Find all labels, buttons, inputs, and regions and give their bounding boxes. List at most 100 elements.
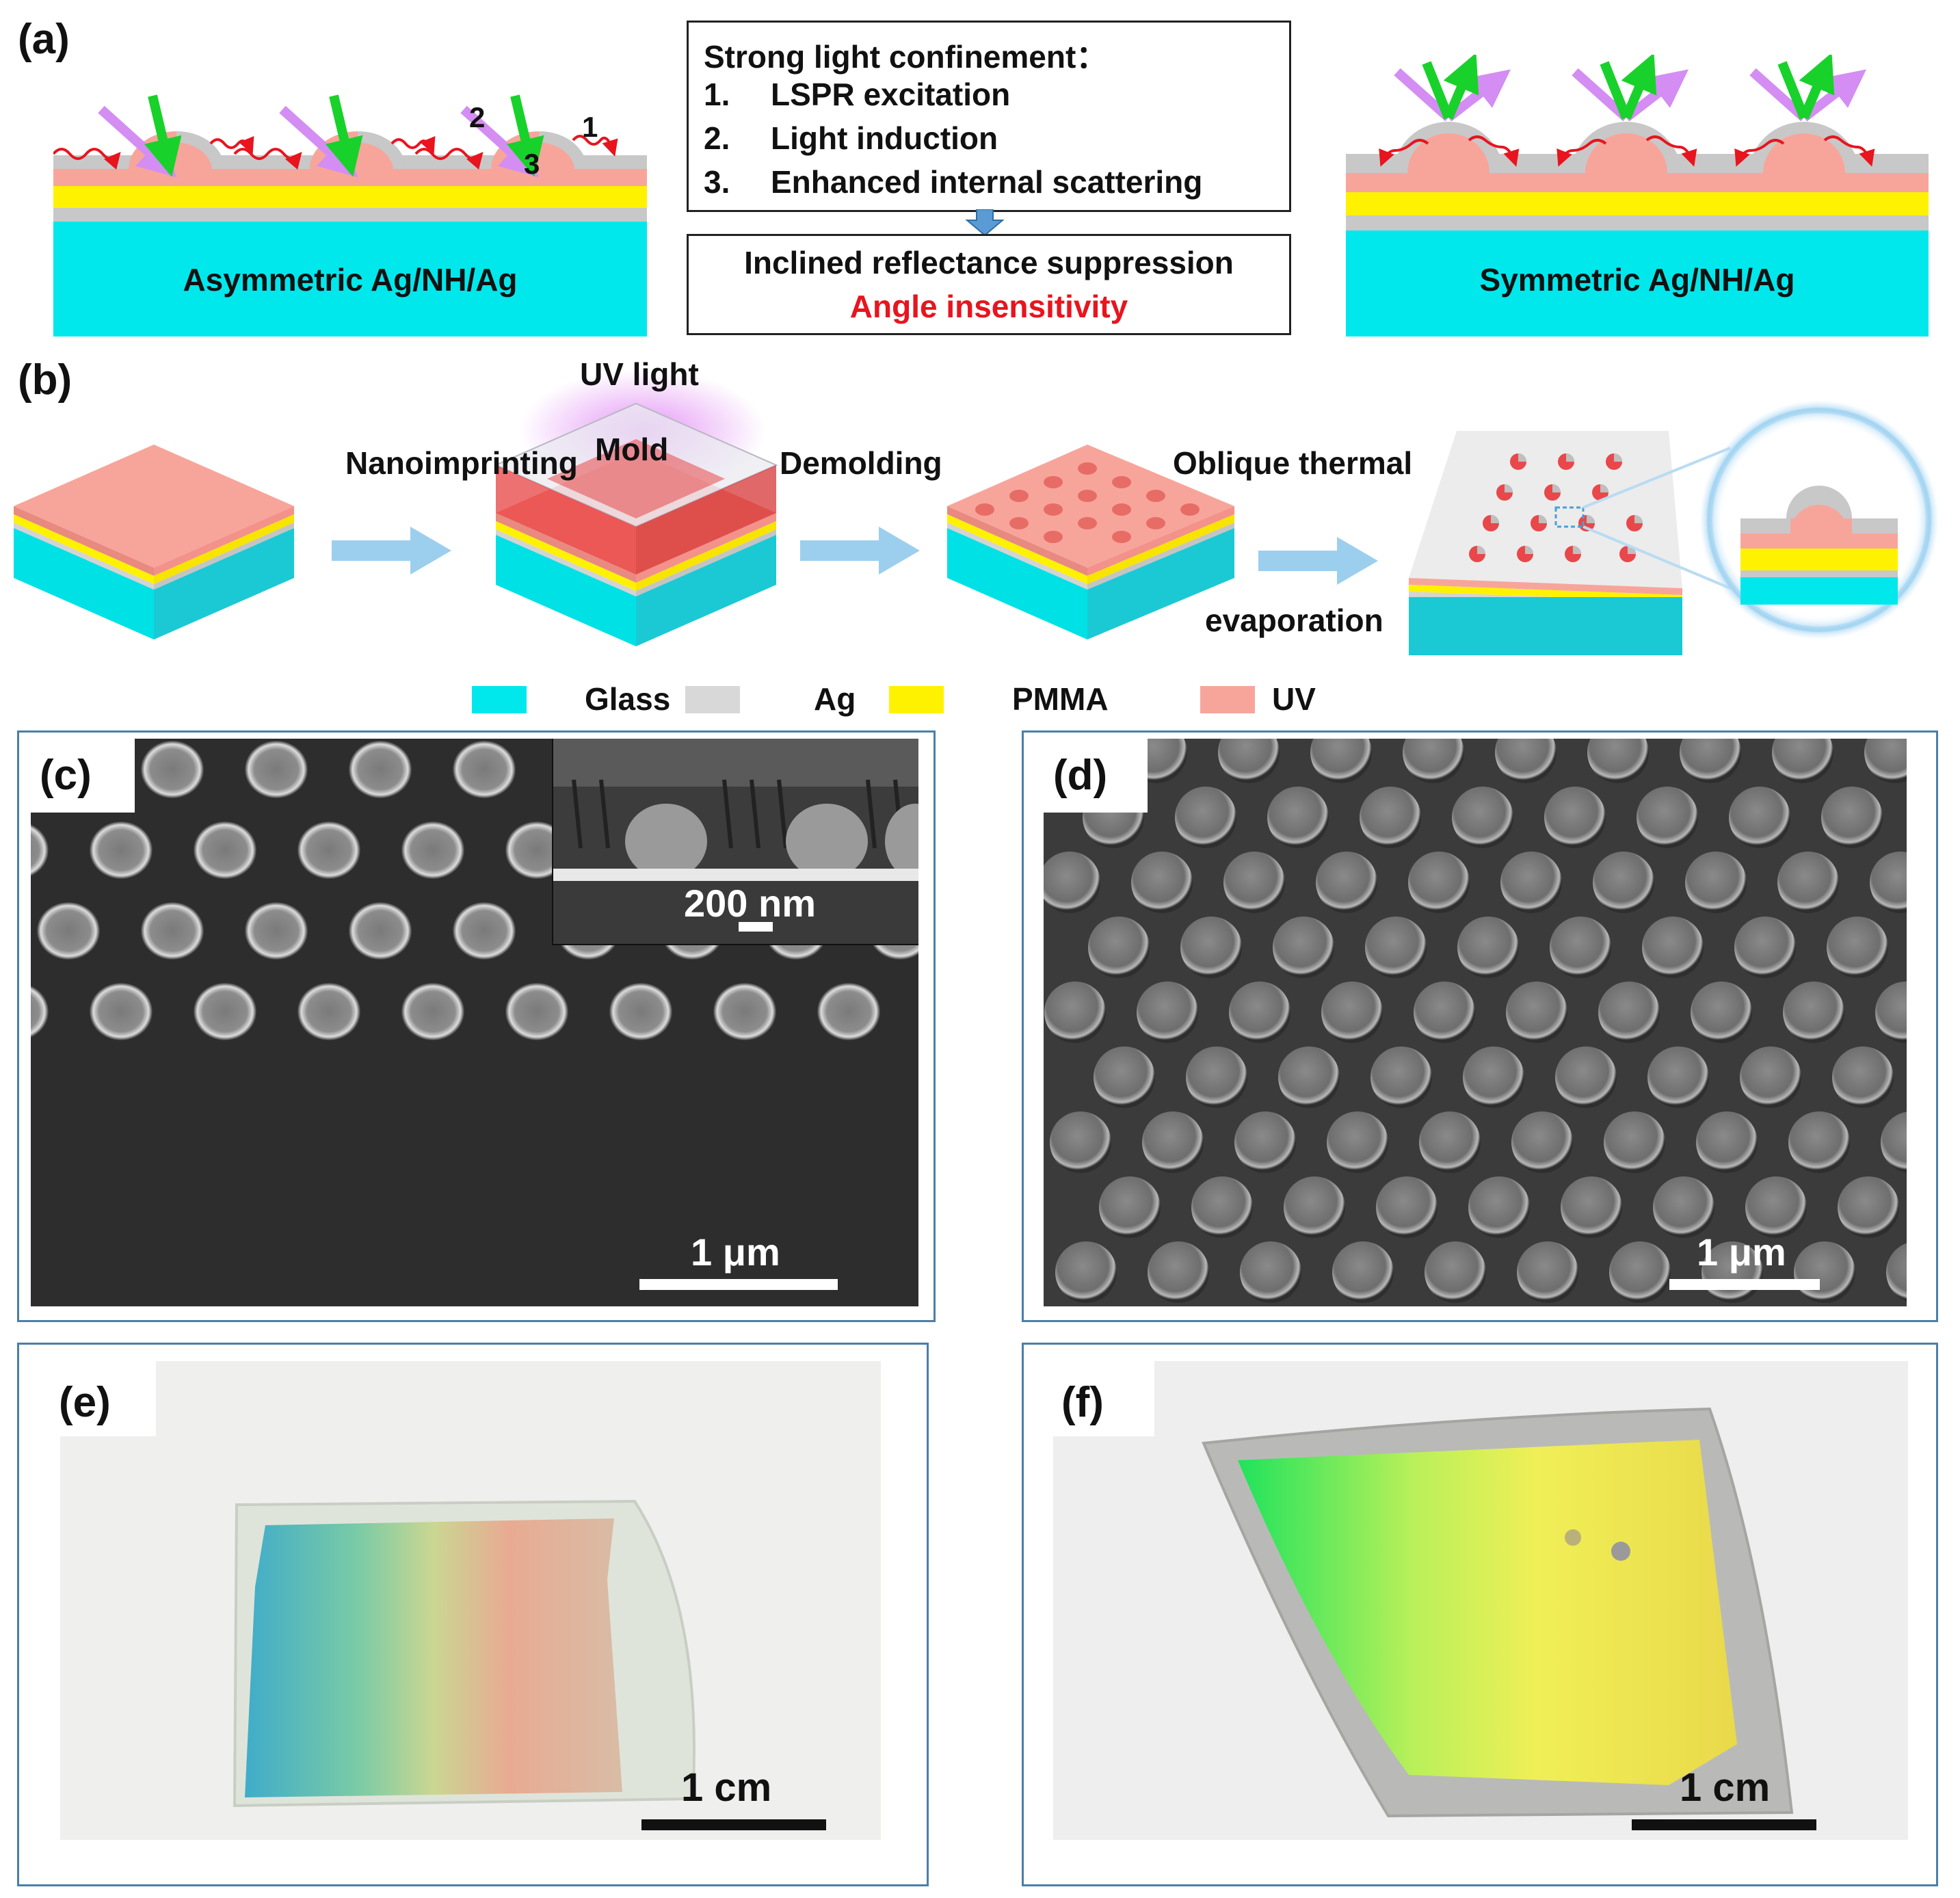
sem-particle	[1365, 917, 1427, 978]
sem-particle	[297, 983, 360, 1040]
sem-particle	[349, 741, 412, 798]
sem-particle	[1055, 1241, 1117, 1303]
panel-f-photo: 1 cm	[1053, 1361, 1908, 1840]
sem-particle	[1463, 1046, 1524, 1108]
sem-particle	[1734, 917, 1796, 978]
panel-f-frame	[1022, 1343, 1938, 1886]
panel-c-scale-label: 1 μm	[691, 1230, 780, 1274]
sem-particle	[1870, 852, 1907, 913]
down-arrow-icon	[964, 209, 1005, 237]
sem-particle	[1696, 1111, 1758, 1173]
sem-particle	[1044, 852, 1100, 913]
legend-label-glass: Glass	[585, 681, 671, 717]
sem-particle	[1517, 1241, 1578, 1303]
sem-particle	[1598, 981, 1660, 1043]
substrate-block-4	[1409, 400, 1939, 655]
inset-scale-bar	[739, 922, 773, 932]
panel-d-label: (d)	[1053, 752, 1108, 799]
substrate-block-2	[494, 369, 778, 646]
sem-particle	[1050, 1111, 1111, 1173]
sem-particle	[1284, 1176, 1345, 1238]
sem-particle	[453, 902, 516, 960]
sem-particle	[1550, 917, 1611, 978]
panel-e-frame	[17, 1343, 929, 1886]
sem-particle	[1555, 1046, 1617, 1108]
marker-2: 2	[469, 101, 486, 133]
result-box: Inclined reflectance suppression Angle i…	[687, 234, 1291, 335]
sem-particle	[1457, 917, 1519, 978]
sem-particle	[1864, 739, 1907, 783]
sem-particle	[1875, 981, 1907, 1043]
sem-particle	[1321, 981, 1383, 1043]
symmetric-title: Symmetric Ag/NH/Ag	[1479, 262, 1795, 298]
sem-particle	[1838, 1176, 1899, 1238]
sem-particle	[1088, 917, 1150, 978]
sem-particle	[1794, 1241, 1855, 1303]
sem-particle	[1370, 1046, 1432, 1108]
confinement-item-2: Light induction	[771, 120, 998, 156]
sem-particle	[1777, 852, 1839, 913]
sem-particle	[1131, 852, 1193, 913]
sem-particle	[1506, 981, 1567, 1043]
material-legend: Glass Ag PMMA UV	[472, 681, 1361, 728]
sem-particle	[90, 983, 153, 1040]
legend-swatch-uv	[1200, 686, 1255, 713]
result-line-1: Inclined reflectance suppression	[744, 245, 1234, 280]
marker-3: 3	[524, 148, 540, 180]
sem-particle	[1685, 852, 1747, 913]
sem-particle	[31, 986, 49, 1038]
substrate-block-3	[947, 445, 1234, 640]
sem-particle	[1419, 1111, 1481, 1173]
sem-particle	[1821, 787, 1883, 848]
legend-swatch-glass	[472, 686, 527, 713]
sem-particle	[1468, 1176, 1530, 1238]
asymmetric-schematic: Asymmetric Ag/NH/Ag 2 1 3	[53, 82, 647, 337]
sem-particle	[1729, 787, 1790, 848]
panel-d-sem-image: 1 μm	[1044, 739, 1907, 1306]
sem-particle	[1740, 1046, 1801, 1108]
sem-particle	[90, 821, 153, 879]
panel-f-label: (f)	[1061, 1379, 1104, 1426]
panel-d-scale-bar	[1669, 1279, 1820, 1290]
sem-particle	[401, 983, 464, 1040]
sem-particle	[1316, 852, 1377, 913]
symmetric-schematic: Symmetric Ag/NH/Ag	[1346, 55, 1929, 337]
sem-particle	[1886, 1243, 1907, 1302]
sem-particle	[1647, 1046, 1709, 1108]
fabrication-process-drawing	[14, 369, 1939, 655]
sem-particle	[1180, 917, 1242, 978]
sem-particle	[1094, 1046, 1155, 1108]
sem-particle	[1745, 1176, 1807, 1238]
panel-d-frame	[1022, 730, 1938, 1322]
panel-d-particle-grid	[1044, 739, 1907, 1303]
sem-particle	[1223, 852, 1285, 913]
sem-particle	[609, 983, 672, 1040]
panel-f-label-bg	[1053, 1361, 1154, 1436]
sem-particle	[817, 983, 880, 1040]
panel-a-label: (a)	[18, 16, 70, 63]
panel-e-label-bg	[41, 1361, 156, 1436]
confinement-item-1: LSPR excitation	[771, 77, 1011, 112]
sem-particle	[1604, 1111, 1665, 1173]
legend-label-ag: Ag	[814, 681, 856, 717]
sem-particle	[349, 902, 412, 960]
sem-particle	[1691, 981, 1752, 1043]
panel-f-scale-bar	[1632, 1819, 1816, 1830]
panel-c-frame	[17, 730, 936, 1322]
panel-e-label: (e)	[59, 1379, 111, 1426]
sem-particle	[297, 821, 360, 879]
sem-particle	[1137, 981, 1198, 1043]
sem-particle	[713, 983, 776, 1040]
sem-particle	[1642, 917, 1704, 978]
marker-1: 1	[582, 111, 598, 143]
sem-particle	[1511, 1111, 1573, 1173]
sem-particle	[1637, 787, 1698, 848]
sem-particle	[141, 741, 204, 798]
sem-particle	[1593, 852, 1654, 913]
sem-particle	[1561, 1176, 1622, 1238]
sem-particle	[1175, 787, 1236, 848]
sem-particle	[453, 741, 516, 798]
substrate-block-1	[14, 445, 294, 640]
sem-particle	[1680, 739, 1741, 783]
panel-d-scale-label: 1 μm	[1697, 1230, 1786, 1274]
